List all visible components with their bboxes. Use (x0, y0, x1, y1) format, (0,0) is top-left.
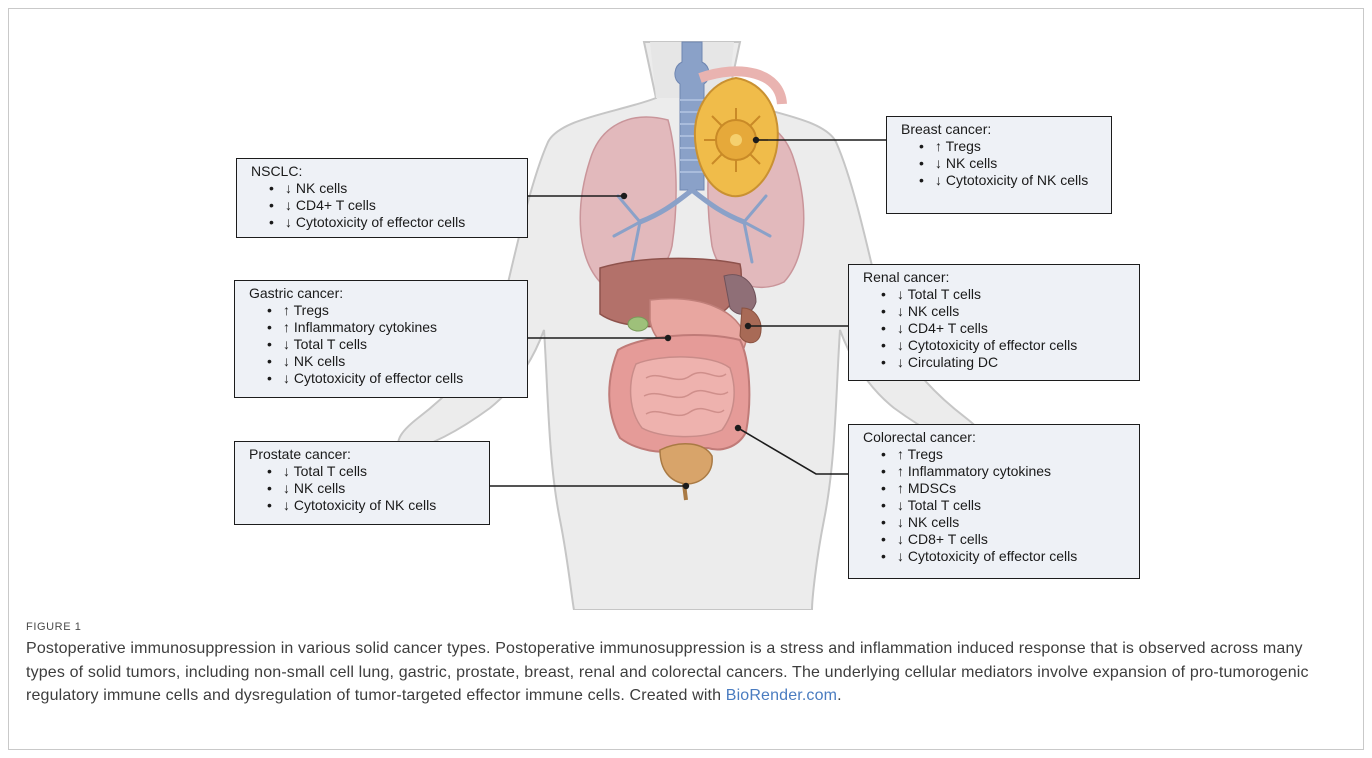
figure-caption: FIGURE 1 Postoperative immunosuppression… (26, 621, 1346, 708)
box-gastric: Gastric cancer: ↑ Tregs ↑ Inflammatory c… (234, 280, 528, 398)
anatomy-illustration (0, 0, 1372, 610)
list-item: ↓ Total T cells (881, 286, 1129, 303)
caption-body: Postoperative immunosuppression in vario… (26, 640, 1309, 704)
caption-text: Postoperative immunosuppression in vario… (26, 637, 1346, 708)
list-item: ↓ CD8+ T cells (881, 531, 1129, 548)
list-item: ↓ NK cells (269, 180, 517, 197)
list-item: ↓ CD4+ T cells (881, 320, 1129, 337)
list-item: ↑ MDSCs (881, 480, 1129, 497)
list-item: ↑ Tregs (919, 138, 1101, 155)
list-item: ↓ NK cells (919, 155, 1101, 172)
list-item: ↑ Inflammatory cytokines (267, 319, 517, 336)
box-colorectal: Colorectal cancer: ↑ Tregs ↑ Inflammator… (848, 424, 1140, 579)
box-prostate-list: ↓ Total T cells ↓ NK cells ↓ Cytotoxicit… (249, 463, 479, 514)
list-item: ↓ Total T cells (881, 497, 1129, 514)
gallbladder (628, 317, 648, 331)
list-item: ↓ Total T cells (267, 336, 517, 353)
box-nsclc-list: ↓ NK cells ↓ CD4+ T cells ↓ Cytotoxicity… (251, 180, 517, 231)
list-item: ↓ Total T cells (267, 463, 479, 480)
box-renal: Renal cancer: ↓ Total T cells ↓ NK cells… (848, 264, 1140, 381)
list-item: ↓ Cytotoxicity of effector cells (881, 337, 1129, 354)
box-breast-list: ↑ Tregs ↓ NK cells ↓ Cytotoxicity of NK … (901, 138, 1101, 189)
box-gastric-list: ↑ Tregs ↑ Inflammatory cytokines ↓ Total… (249, 302, 517, 387)
figure-label: FIGURE 1 (26, 621, 1346, 633)
box-breast: Breast cancer: ↑ Tregs ↓ NK cells ↓ Cyto… (886, 116, 1112, 214)
list-item: ↓ Cytotoxicity of effector cells (267, 370, 517, 387)
list-item: ↓ NK cells (267, 480, 479, 497)
list-item: ↑ Tregs (881, 446, 1129, 463)
list-item: ↓ NK cells (267, 353, 517, 370)
list-item: ↓ Cytotoxicity of effector cells (881, 548, 1129, 565)
list-item: ↓ Circulating DC (881, 354, 1129, 371)
box-prostate-title: Prostate cancer: (249, 446, 479, 463)
box-breast-title: Breast cancer: (901, 121, 1101, 138)
box-colorectal-list: ↑ Tregs ↑ Inflammatory cytokines ↑ MDSCs… (863, 446, 1129, 565)
box-nsclc-title: NSCLC: (251, 163, 517, 180)
box-gastric-title: Gastric cancer: (249, 285, 517, 302)
box-nsclc: NSCLC: ↓ NK cells ↓ CD4+ T cells ↓ Cytot… (236, 158, 528, 238)
box-colorectal-title: Colorectal cancer: (863, 429, 1129, 446)
list-item: ↓ NK cells (881, 514, 1129, 531)
biorender-link[interactable]: BioRender.com (726, 687, 837, 704)
list-item: ↓ Cytotoxicity of effector cells (269, 214, 517, 231)
box-renal-title: Renal cancer: (863, 269, 1129, 286)
list-item: ↑ Tregs (267, 302, 517, 319)
list-item: ↑ Inflammatory cytokines (881, 463, 1129, 480)
list-item: ↓ Cytotoxicity of NK cells (267, 497, 479, 514)
box-renal-list: ↓ Total T cells ↓ NK cells ↓ CD4+ T cell… (863, 286, 1129, 371)
box-prostate: Prostate cancer: ↓ Total T cells ↓ NK ce… (234, 441, 490, 525)
caption-end: . (837, 687, 842, 704)
list-item: ↓ CD4+ T cells (269, 197, 517, 214)
list-item: ↓ Cytotoxicity of NK cells (919, 172, 1101, 189)
list-item: ↓ NK cells (881, 303, 1129, 320)
